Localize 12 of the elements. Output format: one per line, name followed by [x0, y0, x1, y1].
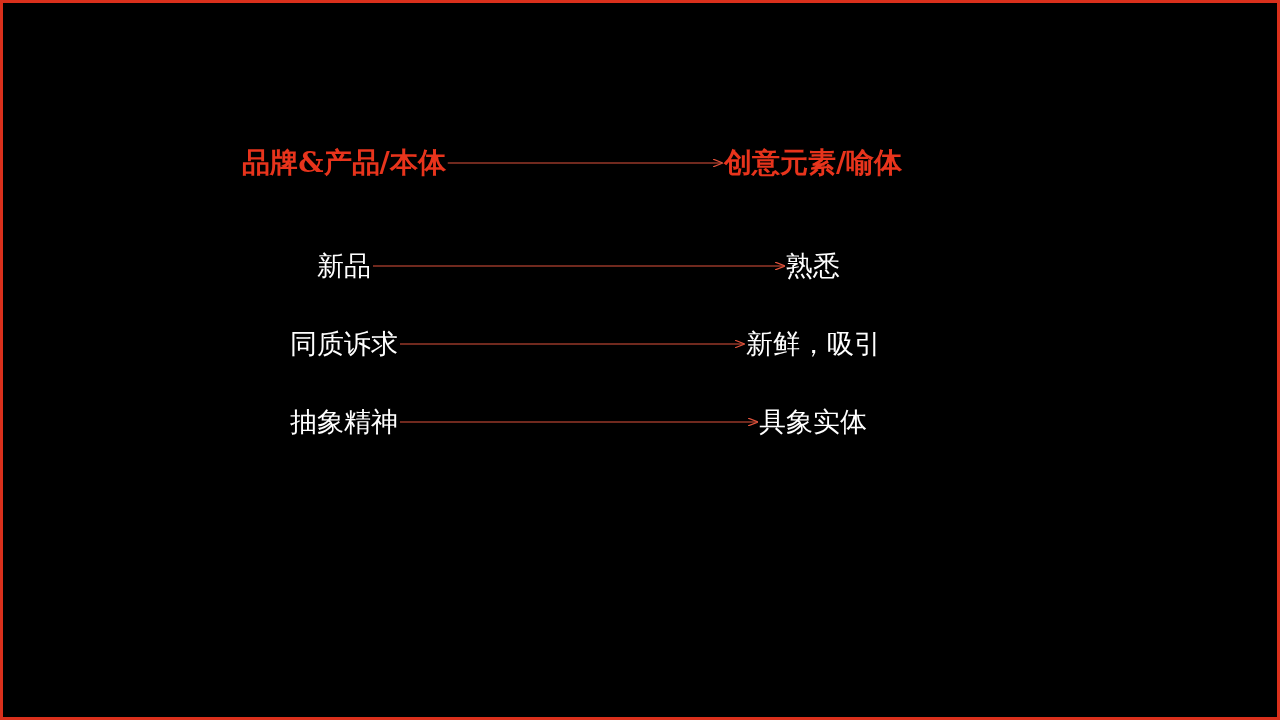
node-label: 新品 [317, 249, 371, 283]
node-label: 新鲜，吸引 [745, 327, 881, 361]
node-label: 具象实体 [759, 405, 867, 439]
arrow [372, 261, 786, 271]
arrow [399, 417, 759, 427]
arrow [399, 339, 746, 349]
node-label: 同质诉求 [290, 327, 398, 361]
column-heading: 创意元素/喻体 [723, 145, 903, 181]
arrow [447, 158, 724, 168]
node-label: 熟悉 [786, 249, 840, 283]
node-label: 抽象精神 [290, 405, 398, 439]
column-heading: 品牌&产品/本体 [242, 145, 446, 181]
